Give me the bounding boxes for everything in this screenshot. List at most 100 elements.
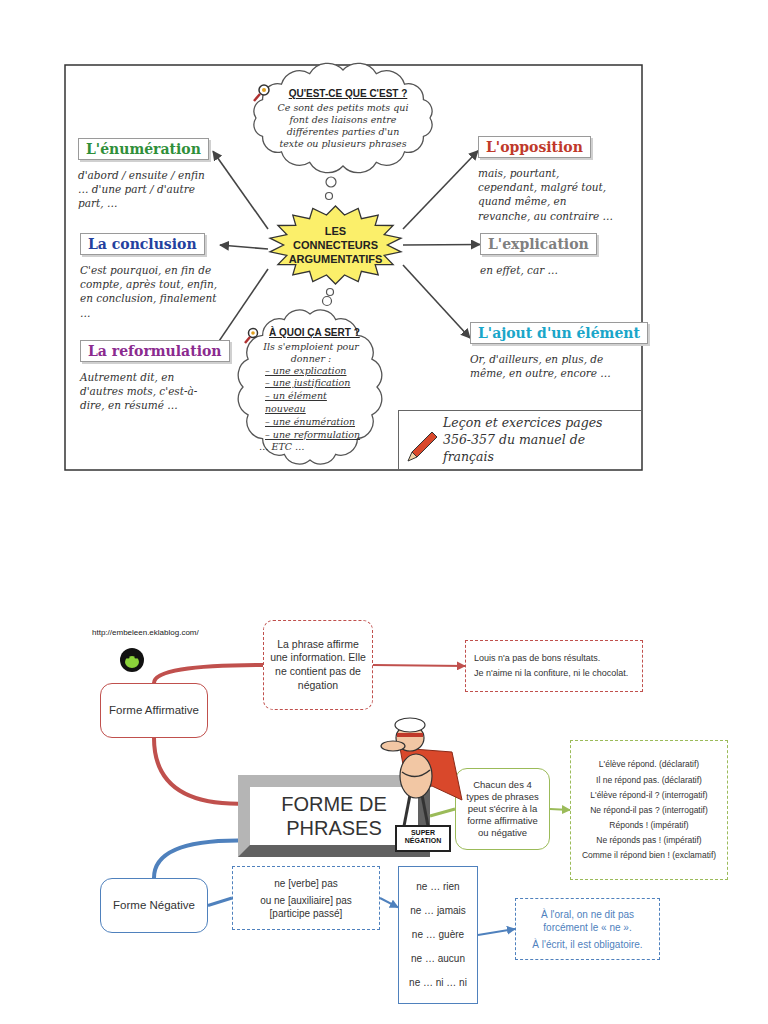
connector xyxy=(213,151,268,229)
node-text: – une énumération xyxy=(259,416,355,429)
connector xyxy=(210,269,268,354)
central-star: LES CONNECTEURS ARGUMENTATIFS xyxy=(268,205,403,285)
node-text: À l'écrit, il est obligatoire. xyxy=(522,938,653,951)
node-text: en effet, car … xyxy=(480,263,605,277)
node-text: Je n'aime ni la confiture, ni le chocola… xyxy=(474,668,634,679)
node-heading: QU'EST-CE QUE C'EST ? xyxy=(279,88,408,99)
node-heading: L'opposition xyxy=(478,136,591,158)
pencil-icon xyxy=(412,432,437,457)
character-head xyxy=(396,725,424,751)
node-text: mais, pourtant, cependant, malgré tout, … xyxy=(478,166,618,223)
connector xyxy=(403,151,478,229)
magnifier-icon xyxy=(259,85,269,95)
node-heading: À QUOI ÇA SERT ? xyxy=(259,327,360,338)
bug-icon xyxy=(126,655,129,658)
character-cape xyxy=(400,748,462,800)
category-box: L'oppositionmais, pourtant, cependant, m… xyxy=(478,136,618,210)
definition-box: La phrase affirme une information. Elle … xyxy=(263,620,373,710)
rule-box: ne [verbe] pasou ne [auxiliaire] pas [pa… xyxy=(232,866,380,930)
bug-icon xyxy=(134,655,137,658)
cloud-bubble: QU'EST-CE QUE C'EST ? Ce sont des petits … xyxy=(248,62,438,174)
connector xyxy=(430,809,455,816)
connector xyxy=(154,665,263,683)
node-heading: La phrase affirme une information. Elle … xyxy=(270,638,366,693)
character-hair xyxy=(395,718,425,732)
category-box: L'explication en effet, car … xyxy=(480,233,605,279)
node-text: Réponds ! (impératif) xyxy=(575,820,723,830)
category-box: L'énumérationd'abord / ensuite / enfin …… xyxy=(78,138,213,204)
node-text: Ce sont des petits mots qui font des lia… xyxy=(274,102,412,150)
thought-bubble xyxy=(326,177,336,187)
thought-bubble xyxy=(326,193,333,200)
category-box: La reformulationAutrement dit, en d'autr… xyxy=(80,340,210,412)
magnifier-icon xyxy=(251,331,255,335)
magnifier-icon xyxy=(245,337,250,343)
character-nose xyxy=(381,741,405,751)
cloud-shape xyxy=(254,63,432,172)
connector xyxy=(208,898,232,906)
node-text: Il ne répond pas. (déclaratif) xyxy=(575,775,723,785)
node-heading: La reformulation xyxy=(80,340,230,362)
node-text: – un élément nouveau xyxy=(259,390,363,416)
node-heading: L'énumération xyxy=(78,138,209,160)
connector xyxy=(550,809,570,810)
note-box: À l'oral, on ne dit pas forcément le « n… xyxy=(515,898,660,960)
node-text: ne … ni … ni xyxy=(403,977,473,989)
connector xyxy=(373,665,465,666)
node-text: Autrement dit, en d'autres mots, c'est-à… xyxy=(80,370,210,413)
thought-bubble xyxy=(327,289,334,296)
node-heading: ne … rien xyxy=(403,881,473,893)
cloud-shape xyxy=(238,310,382,464)
node-text: ne … jamais xyxy=(403,905,473,917)
node-text: C'est pourquoi, en fin de compte, après … xyxy=(80,263,220,320)
node-text: Ne réponds pas ! (impératif) xyxy=(575,835,723,845)
node-heading: Forme Négative xyxy=(113,898,195,913)
thought-bubble xyxy=(323,297,332,306)
info-box: Chacun des 4 types de phrases peut s'écr… xyxy=(455,768,550,850)
form-box: Forme Affirmative xyxy=(100,683,208,738)
node-text: L'élève répond-il ? (interrogatif) xyxy=(575,790,723,800)
category-box: La conclusionC'est pourquoi, en fin de c… xyxy=(80,233,220,313)
character-mask xyxy=(397,733,423,737)
bug-icon xyxy=(125,656,139,668)
node-text: ne … aucun xyxy=(403,953,473,965)
note-box: Leçon et exercices pages 356-357 du manu… xyxy=(398,410,642,470)
node-text: d'abord / ensuite / enfin … d'une part /… xyxy=(78,168,213,211)
sign-text: SUPER NÉGATION xyxy=(396,826,450,844)
source-url: http://embeleen.eklablog.com/ xyxy=(92,628,242,637)
character-body xyxy=(400,754,432,798)
list-box: ne … rienne … jamaisne … guèrene … aucun… xyxy=(398,866,478,1004)
connector xyxy=(154,738,238,804)
bug-icon xyxy=(120,648,144,672)
connector xyxy=(154,841,238,878)
character-leg xyxy=(422,795,428,826)
example-box: Louis n'a pas de bons résultats.Je n'aim… xyxy=(465,640,643,692)
node-text: – une justification xyxy=(259,377,350,390)
node-text: – une reformulation xyxy=(259,429,360,442)
pencil-icon xyxy=(408,452,417,461)
node-text: – une explication xyxy=(259,365,346,378)
cloud-bubble: À QUOI ÇA SERT ?Ils s'emploient pour don… xyxy=(235,306,385,468)
node-text: … ETC … xyxy=(259,441,305,453)
connector xyxy=(220,245,268,249)
connector xyxy=(478,929,515,935)
form-box: Forme Négative xyxy=(100,878,208,933)
example-box: L'élève répond. (déclaratif) Il ne répond… xyxy=(570,740,728,880)
magnifier-icon xyxy=(262,88,266,92)
node-text: ou ne [auxiliaire] pas [participe passé] xyxy=(239,894,373,920)
node-heading: LES CONNECTEURS ARGUMENTATIFS xyxy=(289,224,383,267)
node-heading: L'élève répond. (déclaratif) xyxy=(575,759,723,769)
node-heading: Chacun des 4 types de phrases peut s'écr… xyxy=(461,779,544,838)
magnifier-icon xyxy=(254,94,260,101)
connector xyxy=(380,898,398,907)
node-heading: L'ajout d'un élément xyxy=(470,322,648,344)
node-text: Comme il répond bien ! (exclamatif) xyxy=(575,850,723,860)
connector xyxy=(403,265,470,338)
node-heading: L'explication xyxy=(480,233,597,255)
central-box: FORME DE PHRASES xyxy=(238,775,430,857)
node-heading: FORME DE PHRASES xyxy=(254,792,414,840)
character-sign xyxy=(396,826,450,851)
node-text: Or, d'ailleurs, en plus, de même, en out… xyxy=(470,352,615,380)
